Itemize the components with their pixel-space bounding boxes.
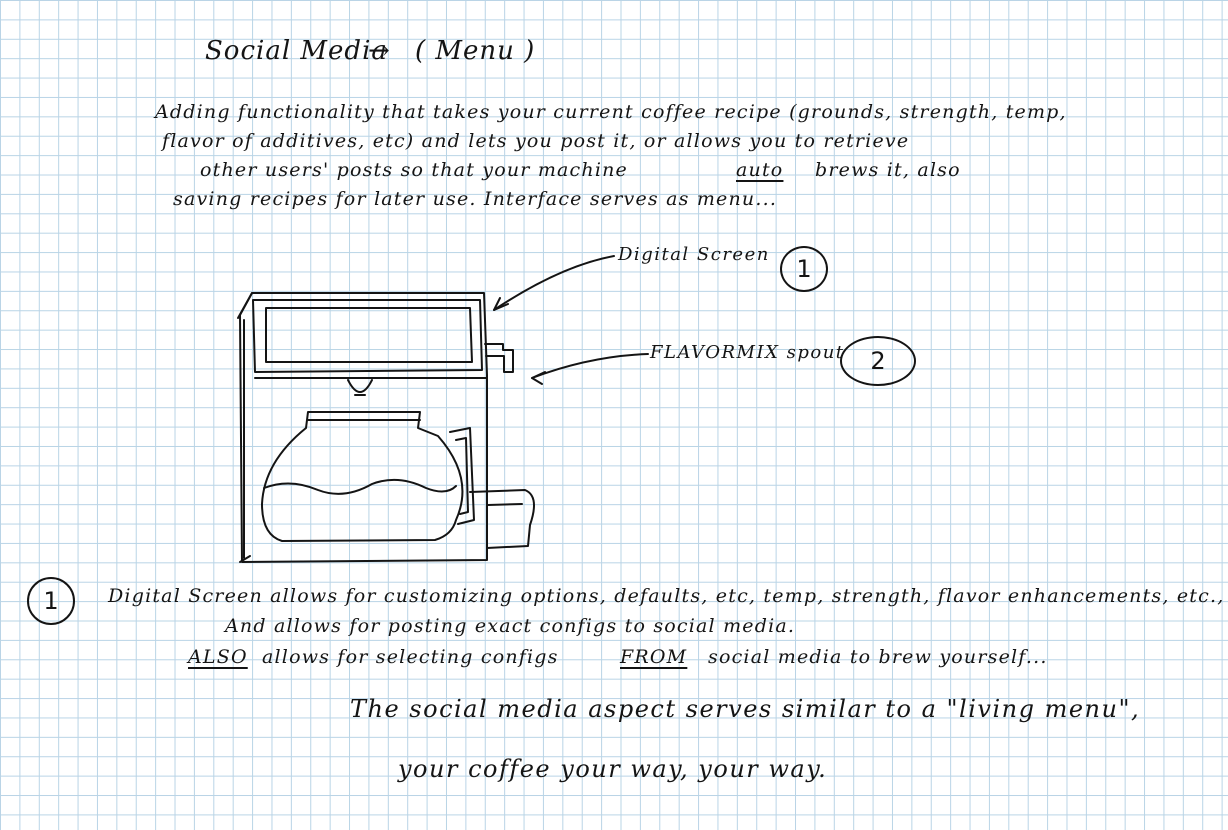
machine-screen-frame xyxy=(252,299,483,373)
callout-digital-screen: Digital Screen xyxy=(618,244,770,265)
notes-line-1: Digital Screen allows for customizing op… xyxy=(108,585,1225,607)
machine-body-outline xyxy=(239,292,488,563)
arrow-to-screen xyxy=(493,255,615,311)
notes-line-3-also: ALSO xyxy=(188,646,248,668)
heading-arrow: → xyxy=(368,36,391,66)
heading-menu: ( Menu ) xyxy=(415,36,536,66)
notes-line-3d: social media to brew yourself... xyxy=(708,646,1048,668)
callout-number-1: 1 xyxy=(780,246,828,292)
notes-line-4: The social media aspect serves similar t… xyxy=(350,695,1141,723)
callout-flavormix-spout: FLAVORMIX spout xyxy=(650,342,845,363)
intro-line-4: saving recipes for later use. Interface … xyxy=(173,188,778,210)
heading-social-media: Social Media xyxy=(205,36,388,66)
flavormix-spout-shape xyxy=(484,343,514,373)
carafe xyxy=(261,411,464,542)
callout-number-2: 2 xyxy=(840,336,916,386)
notes-line-3-from: FROM xyxy=(620,646,688,668)
intro-line-3a: other users' posts so that your machine xyxy=(200,159,628,181)
intro-line-3-auto: auto xyxy=(736,159,784,181)
intro-line-2: flavor of additives, etc) and lets you p… xyxy=(162,130,910,152)
notes-line-2: And allows for posting exact configs to … xyxy=(225,615,796,637)
intro-line-1: Adding functionality that takes your cur… xyxy=(155,101,1067,123)
digital-screen xyxy=(265,307,473,363)
arrow-to-spout xyxy=(531,353,649,379)
intro-line-3c: brews it, also xyxy=(815,159,961,181)
notes-line-3b: allows for selecting configs xyxy=(262,646,559,668)
notes-number-1: 1 xyxy=(27,577,75,625)
notes-line-5: your coffee your way, your way. xyxy=(398,755,828,783)
